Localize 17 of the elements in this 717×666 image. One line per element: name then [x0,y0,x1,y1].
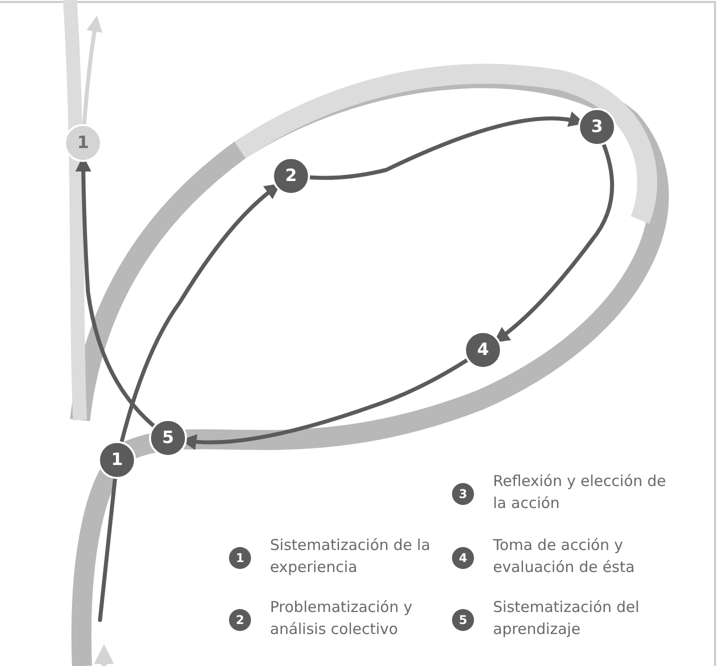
step-description: Toma de acción y evaluación de ésta [493,535,636,578]
step-description: Sistematización del aprendizaje [493,597,640,640]
number-badge: 1 [229,547,251,569]
step-circle: 1 [64,124,102,162]
step-description: Problematización y análisis colectivo [270,597,414,640]
step-circle: 3 [578,108,616,146]
step-description: Sistematización de la experiencia [270,535,432,578]
number-badge: 5 [452,609,474,631]
step-circle: 1 [98,441,136,479]
step-circle: 4 [464,331,502,369]
step-circle: 5 [149,419,187,457]
arrow [82,16,102,126]
number-badge: 4 [452,547,474,569]
number-badge: 2 [229,609,251,631]
number-badge: 3 [452,483,474,505]
step-circle: 2 [272,157,310,195]
step-description: Reflexión y elección de la acción [493,471,668,514]
